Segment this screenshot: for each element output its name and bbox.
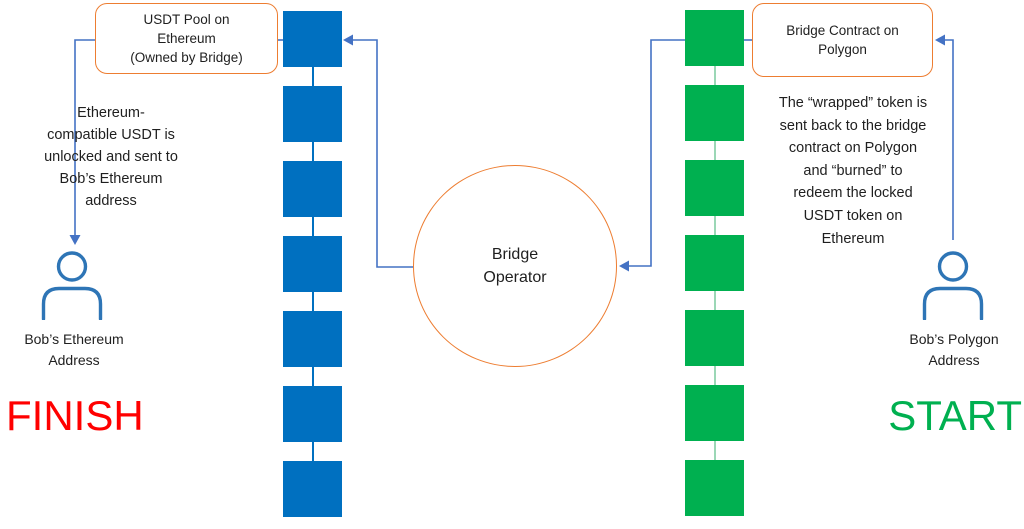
arrow-operator-to-ethereum (353, 39, 413, 268)
arrowhead-left-to-contract (935, 34, 945, 46)
arrowhead-left-to-operator (619, 260, 629, 272)
polygon-block (685, 235, 744, 291)
finish-label: FINISH (6, 392, 144, 439)
arrowhead-down-to-bob (69, 235, 81, 245)
bridge-contract-box: Bridge Contract on Polygon (752, 3, 933, 77)
bridge-operator-label: Bridge Operator (483, 246, 547, 286)
polygon-block (685, 160, 744, 216)
polygon-chain (685, 10, 744, 516)
ethereum-block (283, 11, 342, 67)
usdt-pool-box: USDT Pool on Ethereum (Owned by Bridge) (95, 3, 278, 74)
arrowhead-left-to-ethereum (343, 34, 353, 46)
polygon-block (685, 10, 744, 66)
ethereum-block (283, 161, 342, 217)
ethereum-chain (283, 11, 342, 517)
bobs-polygon-address-label: Bob’s Polygon Address (909, 331, 999, 368)
bridge-operator-circle: Bridge Operator (413, 165, 617, 367)
polygon-block (685, 385, 744, 441)
ethereum-block (283, 311, 342, 367)
ethereum-block (283, 386, 342, 442)
person-icon (922, 251, 984, 320)
bobs-ethereum-address-label: Bob’s Ethereum Address (24, 331, 124, 368)
bridge-contract-box-label: Bridge Contract on Polygon (786, 22, 899, 57)
ethereum-block (283, 461, 342, 517)
arrow-polygon-to-operator (629, 39, 685, 267)
polygon-block (685, 460, 744, 516)
start-label: START (888, 392, 1022, 439)
polygon-block (685, 310, 744, 366)
ethereum-block (283, 86, 342, 142)
ethereum-unlock-description: Ethereum- compatible USDT is unlocked an… (44, 105, 178, 209)
polygon-burn-description: The “wrapped” token is sent back to the … (778, 95, 928, 247)
person-icon (41, 251, 103, 320)
usdt-pool-box-label: USDT Pool on Ethereum (Owned by Bridge) (130, 11, 243, 66)
person-icon-ethereum (40, 250, 104, 320)
polygon-block (685, 85, 744, 141)
person-icon-polygon (921, 250, 985, 320)
ethereum-block (283, 236, 342, 292)
